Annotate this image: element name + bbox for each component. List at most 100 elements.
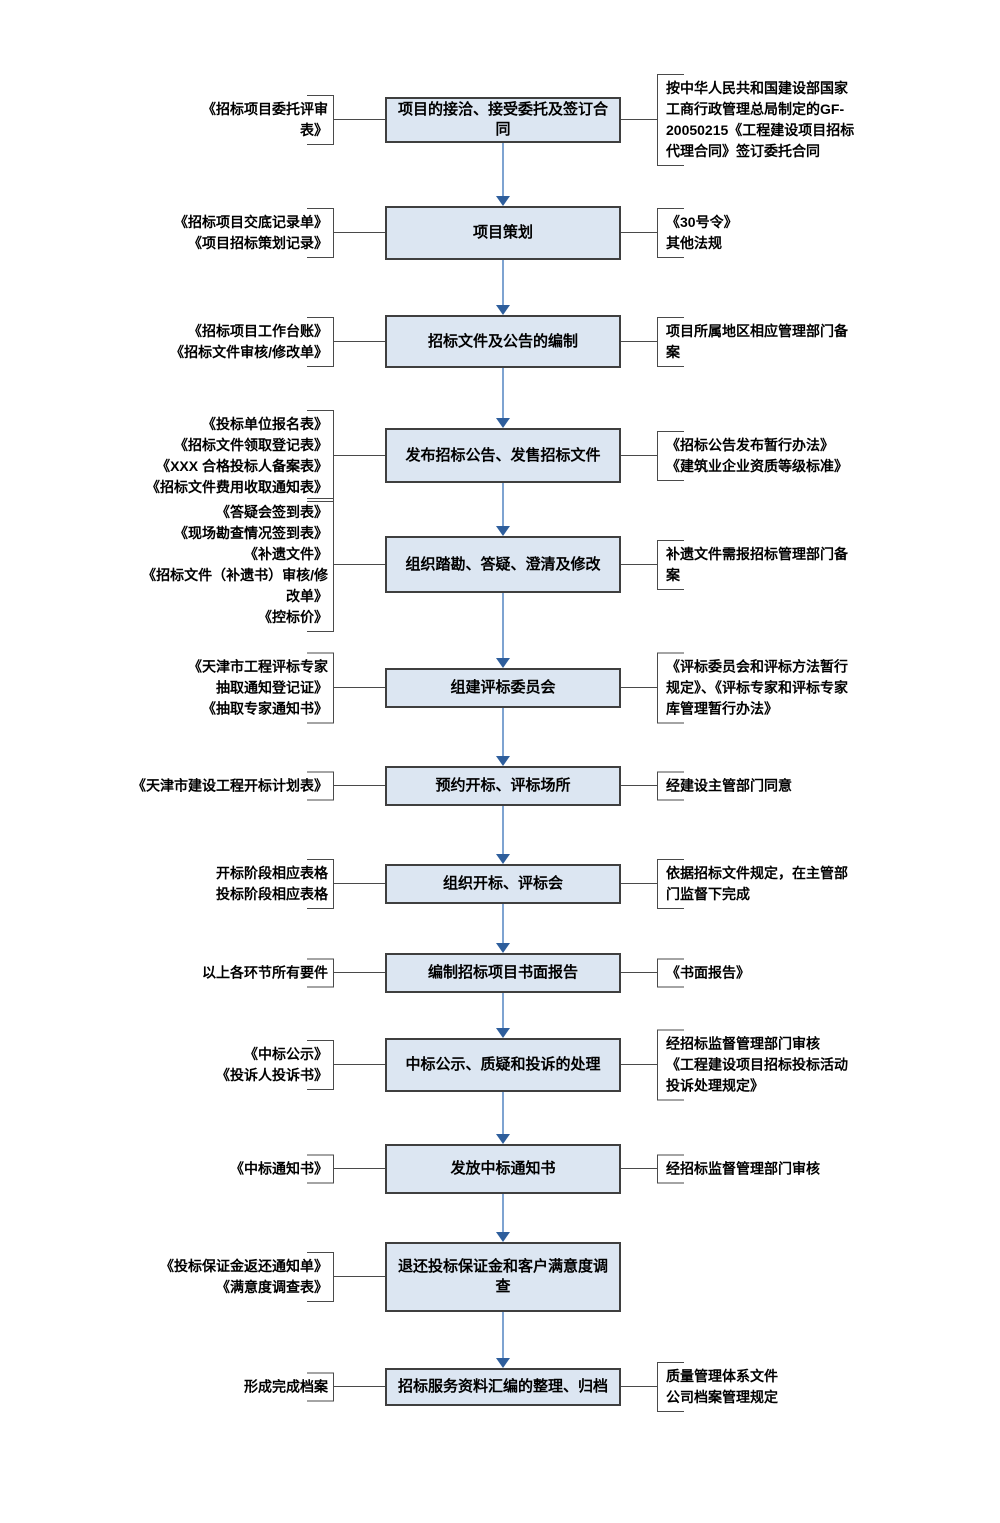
doc-title: 《XXX 合格投标人备案表》 — [156, 457, 328, 474]
right-note-label: 《书面报告》 — [657, 958, 856, 988]
flow-row: 《招标项目委托评审表》 项目的接洽、接受委托及签订合同 按中华人民共和国建设部国… — [0, 74, 1000, 166]
connector-line — [333, 785, 385, 786]
down-arrow — [496, 143, 510, 206]
arrow-head-icon — [496, 196, 510, 206]
connector-line — [333, 1276, 385, 1277]
right-note-label: 《招标公告发布暂行办法》 《建筑业企业资质等级标准》 — [657, 430, 856, 481]
process-step-box: 组建评标委员会 — [385, 668, 621, 708]
connector-line — [621, 1386, 657, 1387]
arrow-head-icon — [496, 658, 510, 668]
down-arrow — [496, 1312, 510, 1368]
connector-line — [621, 563, 657, 565]
left-doc-label: 《招标项目委托评审表》 — [198, 95, 334, 145]
doc-title: 《控标价》 — [258, 608, 328, 625]
left-doc-label: 《中标通知书》 — [213, 1154, 334, 1184]
process-step-label: 中标公示、质疑和投诉的处理 — [405, 1056, 601, 1074]
arrow-shaft — [502, 1194, 504, 1232]
doc-title: 《中标通知书》 — [230, 1160, 328, 1177]
process-step-label: 项目策划 — [472, 224, 533, 242]
flow-row: 《中标公示》 《投诉人投诉书》 中标公示、质疑和投诉的处理 经招标监督管理部门审… — [0, 1029, 1000, 1101]
right-note-label: 经招标监督管理部门审核 — [657, 1154, 856, 1184]
process-step-label: 发放中标通知书 — [450, 1160, 556, 1178]
process-step-box: 项目的接洽、接受委托及签订合同 — [385, 97, 621, 143]
right-note-label: 经招标监督管理部门审核 《工程建设项目招标投标活动投诉处理规定》 — [657, 1029, 856, 1101]
left-doc-label: 《天津市工程评标专家抽取通知登记证》 《抽取专家通知书》 — [183, 652, 334, 724]
right-note-label: 项目所属地区相应管理部门备案 — [657, 316, 856, 367]
down-arrow — [496, 708, 510, 766]
process-step-box: 项目策划 — [385, 206, 621, 260]
doc-title: 《招标项目委托评审表》 — [202, 101, 328, 138]
right-note-label: 《30号令》 其他法规 — [657, 208, 856, 258]
arrow-shaft — [502, 483, 504, 526]
doc-title: 《招标文件费用收取通知表》 — [146, 478, 328, 495]
flow-row: 形成完成档案 招标服务资料汇编的整理、归档 质量管理体系文件 公司档案管理规定 — [0, 1362, 1000, 1412]
down-arrow — [496, 993, 510, 1038]
process-step-box: 退还投标保证金和客户满意度调查 — [385, 1242, 621, 1312]
process-step-label: 退还投标保证金和客户满意度调查 — [397, 1258, 608, 1295]
connector-line — [621, 972, 657, 973]
right-note-label: 补遗文件需报招标管理部门备案 — [657, 539, 856, 590]
arrow-shaft — [502, 593, 504, 658]
connector-line — [333, 232, 385, 233]
flow-row: 开标阶段相应表格 投标阶段相应表格 组织开标、评标会 依据招标文件规定，在主管部… — [0, 859, 1000, 909]
flow-row: 以上各环节所有要件 编制招标项目书面报告 《书面报告》 — [0, 953, 1000, 993]
connector-line — [333, 883, 385, 884]
connector-line — [621, 687, 657, 688]
flow-row: 《投标单位报名表》 《招标文件领取登记表》 《XXX 合格投标人备案表》 《招标… — [0, 409, 1000, 502]
down-arrow — [496, 368, 510, 428]
connector-line — [333, 1064, 385, 1065]
note-text: 按中华人民共和国建设部国家工商行政管理总局制定的GF-20050215《工程建设… — [666, 80, 855, 159]
note-text: 质量管理体系文件 — [666, 1368, 778, 1384]
down-arrow — [496, 806, 510, 864]
right-note-label: 质量管理体系文件 公司档案管理规定 — [657, 1362, 856, 1412]
left-doc-label: 《投标保证金返还通知单》 《满意度调查表》 — [143, 1252, 334, 1302]
process-step-label: 项目的接洽、接受委托及签订合同 — [397, 101, 608, 138]
right-note-label: 按中华人民共和国建设部国家工商行政管理总局制定的GF-20050215《工程建设… — [657, 74, 856, 166]
flow-row: 《答疑会签到表》 《现场勘查情况签到表》 《补遗文件》 《招标文件（补遗书）审核… — [0, 497, 1000, 632]
connector-line — [333, 972, 385, 973]
flow-row: 《天津市工程评标专家抽取通知登记证》 《抽取专家通知书》 组建评标委员会 《评标… — [0, 652, 1000, 724]
down-arrow — [496, 593, 510, 668]
connector-line — [621, 454, 657, 456]
note-text: 《建筑业企业资质等级标准》 — [666, 457, 848, 474]
process-step-box: 预约开标、评标场所 — [385, 766, 621, 806]
doc-title: 《招标项目交底记录单》 — [174, 214, 328, 230]
arrow-head-icon — [496, 943, 510, 953]
process-step-label: 招标服务资料汇编的整理、归档 — [397, 1378, 608, 1396]
arrow-shaft — [502, 260, 504, 305]
connector-line — [333, 563, 385, 565]
doc-title: 《投标单位报名表》 — [202, 415, 328, 432]
left-doc-label: 形成完成档案 — [228, 1372, 334, 1402]
flow-row: 《中标通知书》 发放中标通知书 经招标监督管理部门审核 — [0, 1144, 1000, 1194]
doc-title: 《中标公示》 — [244, 1046, 328, 1062]
doc-title: 《招标文件领取登记表》 — [174, 436, 328, 453]
connector-line — [621, 1064, 657, 1065]
arrow-head-icon — [496, 1358, 510, 1368]
connector-line — [333, 1168, 385, 1169]
left-doc-label: 《招标项目工作台账》 《招标文件审核/修改单》 — [148, 316, 334, 367]
arrow-shaft — [502, 143, 504, 196]
doc-title: 《投标保证金返还通知单》 — [160, 1258, 328, 1274]
arrow-head-icon — [496, 1028, 510, 1038]
arrow-head-icon — [496, 305, 510, 315]
doc-title: 《抽取专家通知书》 — [202, 700, 328, 717]
note-text: 公司档案管理规定 — [666, 1389, 778, 1405]
note-text: 其他法规 — [666, 235, 722, 251]
process-step-label: 预约开标、评标场所 — [435, 777, 571, 795]
process-step-box: 发布招标公告、发售招标文件 — [385, 428, 621, 483]
right-note-label: 经建设主管部门同意 — [657, 771, 856, 801]
doc-title: 《招标项目工作台账》 — [188, 322, 328, 339]
arrow-head-icon — [496, 418, 510, 428]
connector-line — [333, 119, 385, 120]
arrow-shaft — [502, 806, 504, 854]
doc-title: 《答疑会签到表》 — [216, 503, 328, 520]
note-text: 补遗文件需报招标管理部门备案 — [666, 545, 848, 583]
note-text: 经建设主管部门同意 — [666, 777, 792, 794]
arrow-head-icon — [496, 1232, 510, 1242]
down-arrow — [496, 1194, 510, 1242]
note-text: 《招标公告发布暂行办法》 — [666, 436, 834, 453]
down-arrow — [496, 904, 510, 953]
connector-line — [621, 232, 657, 233]
doc-title: 《补遗文件》 — [244, 545, 328, 562]
